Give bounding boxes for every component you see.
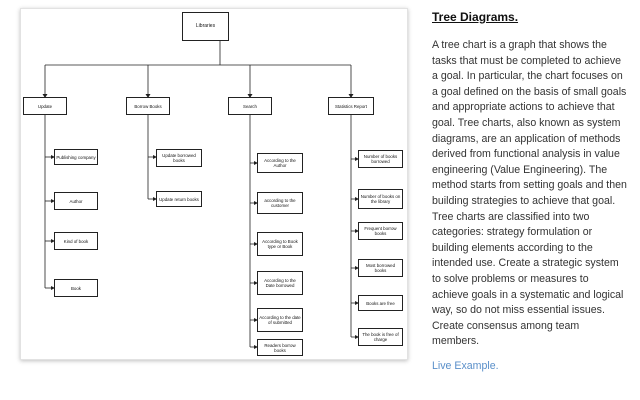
article-panel: Tree Diagrams. A tree chart is a graph t… (432, 10, 628, 372)
leaf-node: Book (54, 279, 98, 297)
leaf-node: Readers borrow books (257, 339, 303, 356)
leaf-node: Frequent borrow books (358, 222, 403, 240)
branch-borrow-books: Borrow Books (126, 97, 170, 115)
leaf-node: The book is free of charge (358, 328, 403, 346)
live-example-link[interactable]: Live Example. (432, 359, 499, 372)
tree-diagram-image: Libraries Update Borrow Books Search Sta… (20, 8, 408, 360)
leaf-node: Update borrowed books (156, 149, 202, 167)
article-body: A tree chart is a graph that shows the t… (432, 39, 627, 348)
branch-update: Update (23, 97, 67, 115)
leaf-node: Publishing company (54, 149, 98, 165)
branch-search: Search (228, 97, 272, 115)
root-node: Libraries (182, 12, 229, 41)
leaf-node: according to the customer (257, 192, 303, 214)
article-title: Tree Diagrams. (432, 10, 519, 24)
leaf-node: According to the Date borrowed (257, 271, 303, 295)
branch-statistics-report: Statistics Report (328, 97, 374, 115)
leaf-node: Number of books borrowed (358, 150, 403, 168)
leaf-node: Update return books (156, 191, 202, 207)
leaf-node: Kind of book (54, 232, 98, 250)
tree-connectors (42, 41, 359, 349)
leaf-node: Most borrowed books (358, 259, 403, 277)
leaf-node: According to the date of submitted (257, 308, 303, 332)
leaf-node: Number of books on the library (358, 189, 403, 209)
leaf-node: According to the Author (257, 153, 303, 173)
leaf-node: Author (54, 192, 98, 210)
leaf-node: According to Book type or Book (257, 232, 303, 256)
leaf-node: Books are free (358, 295, 403, 311)
